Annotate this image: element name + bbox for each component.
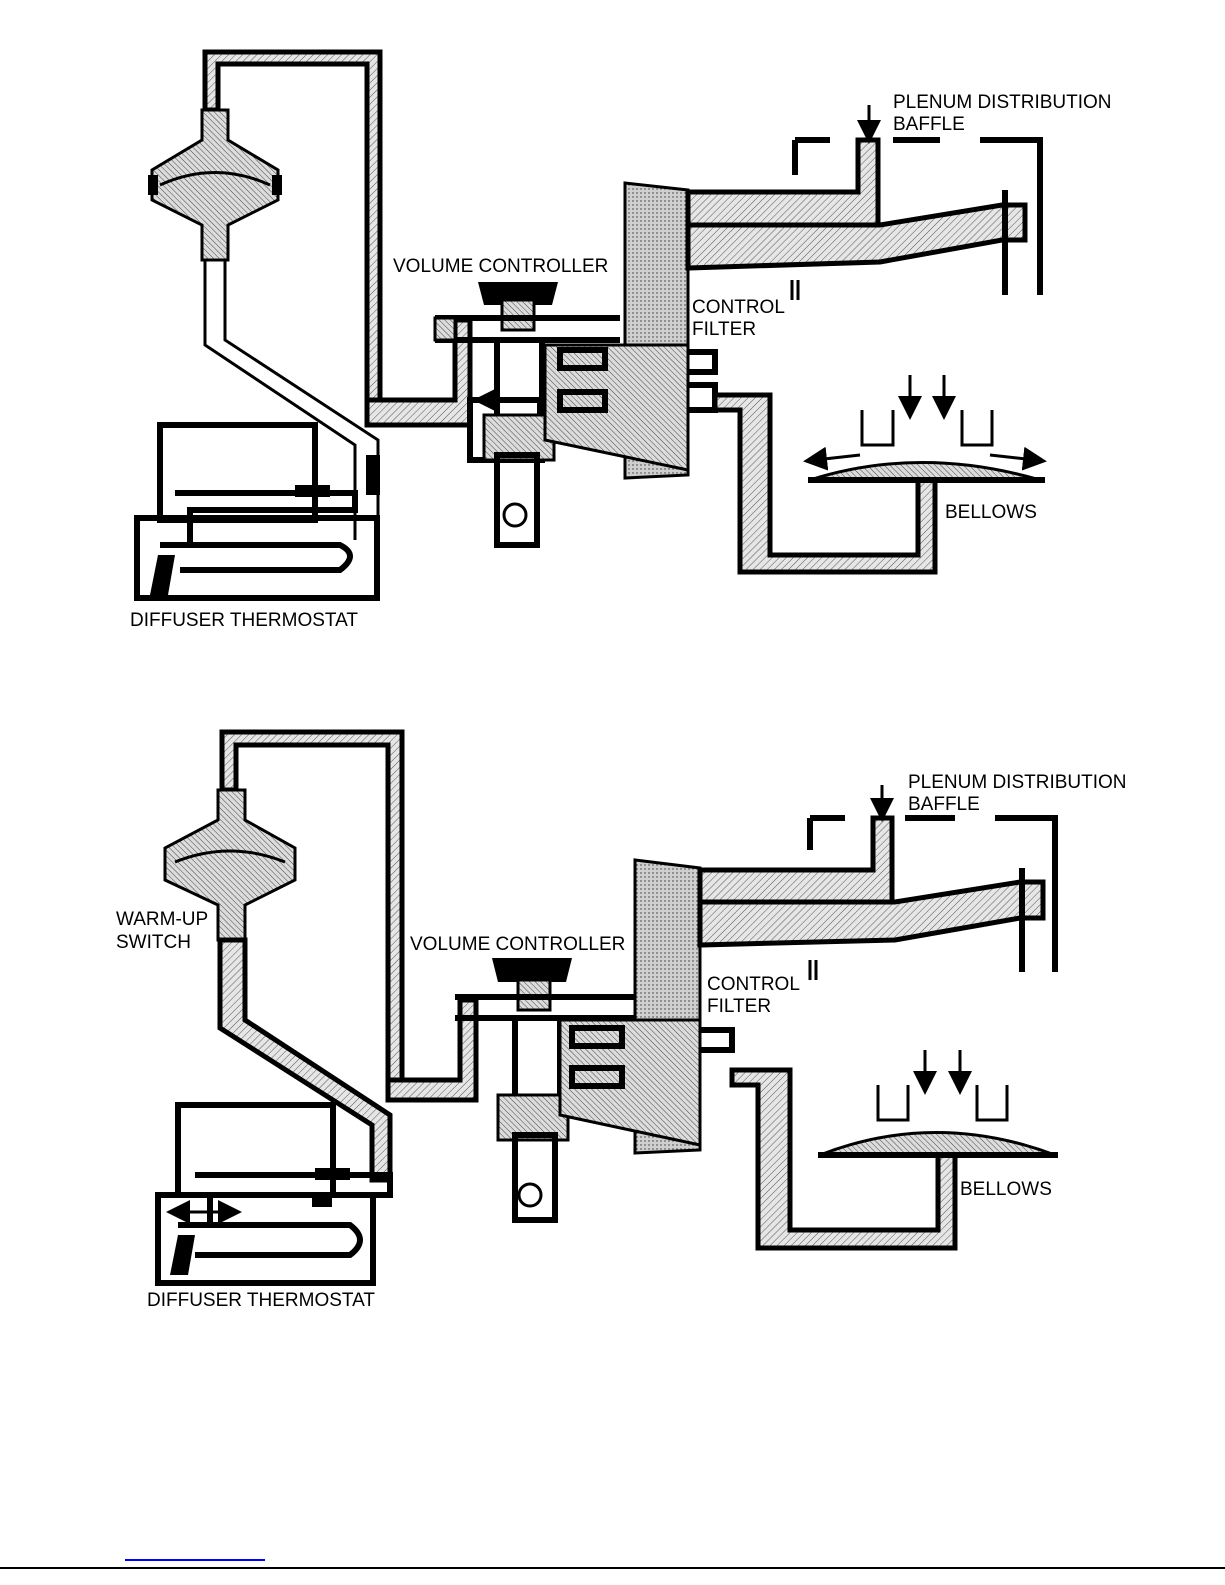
bellows-label-bottom: BELLOWS (960, 1179, 1052, 1200)
warm-up-switch (148, 110, 282, 260)
baffle-label: BAFFLE (893, 114, 965, 135)
filter-label-bottom: FILTER (707, 996, 771, 1017)
diagram-top: PLENUM DISTRIBUTION BAFFLE VOLUME CONTRO… (130, 52, 1112, 631)
warm-up-duct (205, 52, 470, 425)
bellows-top (715, 375, 1045, 572)
diagram-bottom: PLENUM DISTRIBUTION BAFFLE WARM-UP SWITC… (116, 732, 1127, 1311)
plenum-label-bottom: PLENUM DISTRIBUTION (908, 772, 1127, 793)
switch-label: SWITCH (116, 932, 191, 953)
volume-controller-label-bottom: VOLUME CONTROLLER (410, 934, 625, 955)
diffuser-thermostat-bottom (158, 1105, 390, 1283)
filter-label: FILTER (692, 319, 756, 340)
warm-up-switch-bottom (165, 790, 390, 1180)
bellows-bottom (732, 1050, 1058, 1248)
thermostat-link-top (205, 260, 355, 540)
plenum-ducts-bottom (700, 785, 1055, 980)
plenum-ducts-top (688, 105, 1040, 300)
diffuser-thermostat-top (137, 425, 380, 598)
plenum-label: PLENUM DISTRIBUTION (893, 92, 1112, 113)
baffle-label-bottom: BAFFLE (908, 794, 980, 815)
warm-up-label: WARM-UP (116, 909, 208, 930)
control-label-bottom: CONTROL (707, 974, 800, 995)
control-label: CONTROL (692, 297, 785, 318)
volume-controller-label: VOLUME CONTROLLER (393, 256, 608, 277)
diffuser-thermostat-label: DIFFUSER THERMOSTAT (130, 610, 358, 631)
diffuser-thermostat-label-bottom: DIFFUSER THERMOSTAT (147, 1290, 375, 1311)
bellows-label: BELLOWS (945, 502, 1037, 523)
